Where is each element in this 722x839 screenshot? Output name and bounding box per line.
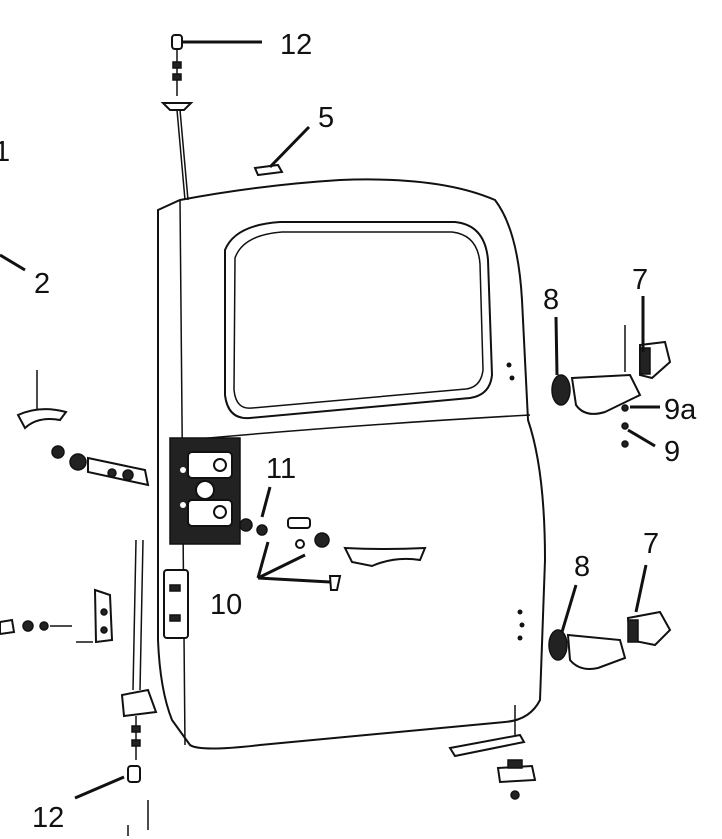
callout-12-top: 12 bbox=[280, 29, 312, 61]
callout-labels: 1 2 5 7 7 8 8 9 9a 10 11 12 12 bbox=[0, 29, 697, 834]
door-holes bbox=[506, 362, 525, 641]
callout-9: 9 bbox=[664, 436, 680, 468]
door-latch-assembly bbox=[169, 437, 241, 545]
lower-hinge bbox=[548, 610, 672, 670]
upper-hinge bbox=[551, 325, 672, 448]
outer-handle-right bbox=[239, 517, 427, 591]
lower-latch-rod bbox=[120, 539, 158, 836]
callout-5: 5 bbox=[318, 102, 334, 134]
striker-plate bbox=[163, 569, 189, 639]
callout-7-upper: 7 bbox=[632, 264, 648, 296]
inner-handle-left bbox=[16, 370, 150, 487]
callout-1: 1 bbox=[0, 136, 10, 168]
upper-latch-rod bbox=[160, 34, 194, 201]
callout-8-upper: 8 bbox=[543, 284, 559, 316]
callout-11: 11 bbox=[266, 453, 296, 485]
door-window bbox=[224, 221, 494, 420]
callout-9a: 9a bbox=[664, 394, 697, 426]
callout-8-lower: 8 bbox=[574, 551, 590, 583]
callout-2: 2 bbox=[34, 268, 50, 300]
part-5-clip bbox=[253, 163, 284, 177]
door-check-arm bbox=[448, 705, 537, 800]
callout-7-lower: 7 bbox=[643, 528, 659, 560]
callout-10: 10 bbox=[210, 589, 242, 621]
leader-lines bbox=[0, 40, 660, 800]
lower-left-bracket bbox=[0, 588, 114, 644]
callout-12-bottom: 12 bbox=[32, 802, 64, 834]
